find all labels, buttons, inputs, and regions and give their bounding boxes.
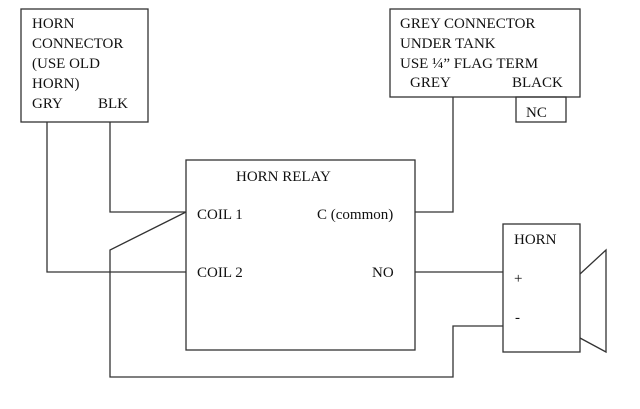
horn-connector-line-3: (USE OLD — [32, 56, 100, 72]
grey-connector-line-2: UNDER TANK — [400, 36, 496, 52]
nc-label: NC — [526, 105, 547, 121]
pin-blk-label: BLK — [98, 96, 128, 112]
horn-connector-line-1: HORN — [32, 16, 75, 32]
wire-common-to-grey — [415, 97, 454, 213]
relay-common-label: C (common) — [317, 207, 394, 223]
horn-plus-label: + — [514, 271, 523, 287]
horn-connector-line-2: CONNECTOR — [32, 36, 124, 52]
relay-coil1-label: COIL 1 — [197, 207, 243, 223]
horn-connector-line-4: HORN) — [32, 76, 80, 92]
wire-coil1-to-horn-minus — [109, 211, 503, 378]
wire-gry-to-coil2 — [46, 122, 186, 273]
relay-no-label: NO — [372, 265, 394, 281]
grey-connector-box — [389, 8, 581, 98]
horn-title: HORN — [514, 232, 557, 248]
relay-title: HORN RELAY — [236, 169, 331, 185]
grey-connector-line-3: USE ¼” FLAG TERM — [400, 56, 539, 72]
pin-black-label: BLACK — [512, 75, 563, 91]
wire-blk-to-coil1 — [109, 122, 186, 213]
horn-box — [502, 223, 581, 353]
relay-coil2-label: COIL 2 — [197, 265, 243, 281]
pin-grey-label: GREY — [410, 75, 451, 91]
nc-terminal-box — [515, 96, 567, 123]
horn-relay-box — [185, 159, 416, 351]
pin-gry-label: GRY — [32, 96, 63, 112]
grey-connector-line-1: GREY CONNECTOR — [400, 16, 536, 32]
horn-bell-icon — [579, 248, 607, 354]
horn-minus-label: - — [515, 310, 520, 326]
horn-connector-box — [20, 8, 149, 123]
